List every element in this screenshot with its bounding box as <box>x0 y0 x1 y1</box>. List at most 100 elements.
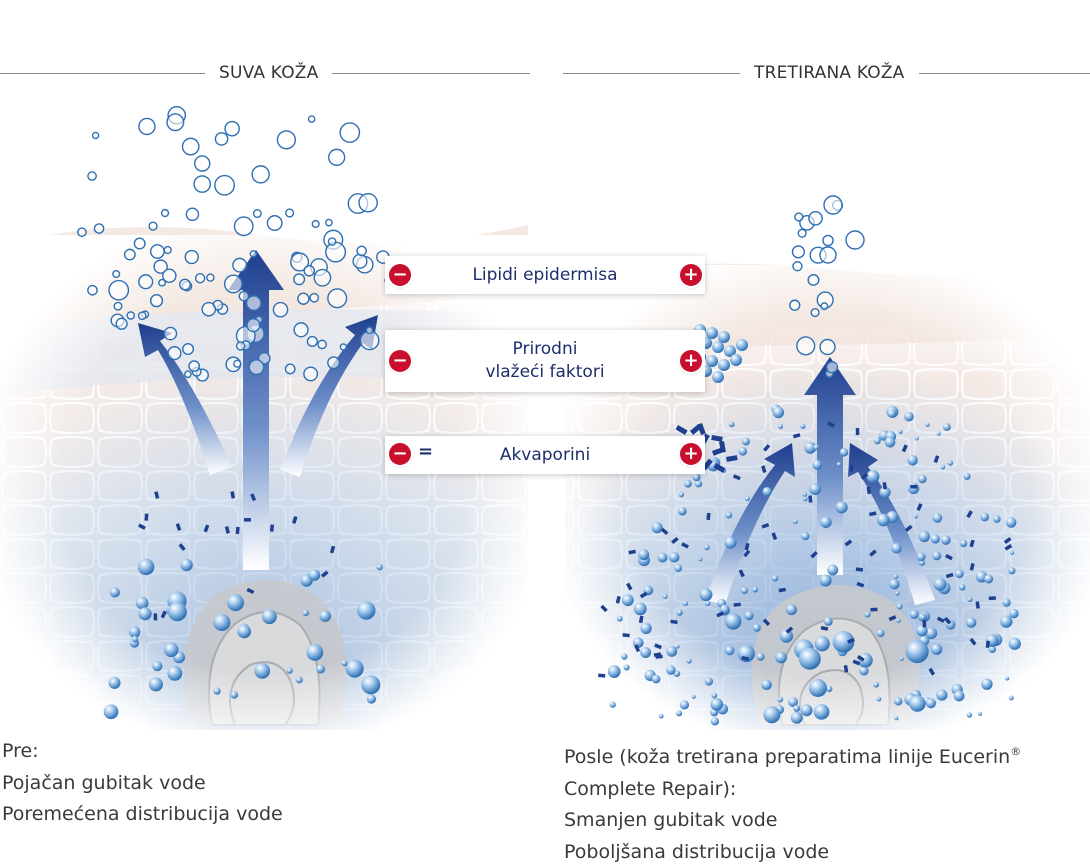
water-bubble <box>168 347 181 360</box>
water-bubble <box>963 473 970 480</box>
water-bubble <box>318 340 326 348</box>
treated-skin-title: TRETIRANA KOŽA <box>740 63 919 83</box>
water-bubble <box>676 710 682 716</box>
water-bubble <box>959 584 966 591</box>
water-bubble <box>773 407 784 418</box>
water-bubble <box>298 293 309 304</box>
water-bubble <box>234 217 252 235</box>
equals-sign: = <box>418 441 433 462</box>
aquaporin-mark <box>270 524 274 531</box>
water-bubble <box>724 537 736 549</box>
plus-icon: + <box>680 264 702 286</box>
water-bubble <box>675 644 679 648</box>
water-bubble <box>139 275 153 289</box>
water-bubble <box>914 514 918 518</box>
water-bubble <box>826 686 832 692</box>
water-bubble <box>207 274 214 281</box>
aquaporin-mark <box>923 620 927 627</box>
water-bubble <box>225 122 239 136</box>
water-bubble <box>877 629 885 637</box>
water-bubble <box>262 609 277 624</box>
water-bubble <box>314 270 330 286</box>
aquaporin-mark <box>144 514 148 521</box>
header-rule <box>332 73 530 74</box>
water-bubble <box>312 221 319 228</box>
water-bubble <box>889 579 899 589</box>
water-bubble <box>761 680 772 691</box>
water-bubble <box>706 355 718 367</box>
water-bubble <box>674 564 682 572</box>
water-bubble <box>94 224 103 233</box>
water-bubble <box>876 697 881 702</box>
water-bubble <box>328 289 347 308</box>
water-bubble <box>376 564 382 570</box>
water-bubble <box>791 712 803 724</box>
water-bubble <box>151 295 163 307</box>
water-bubble <box>699 588 712 601</box>
water-bubble <box>185 251 198 264</box>
water-bubble <box>340 344 346 350</box>
water-bubble <box>718 331 730 343</box>
water-bubble <box>1009 609 1019 619</box>
water-bubble <box>306 644 323 661</box>
water-bubble <box>896 618 901 623</box>
water-bubble <box>925 423 929 427</box>
aquaporin-mark <box>870 608 877 612</box>
treated-skin-header: TRETIRANA KOŽA <box>563 58 1090 88</box>
water-bubble <box>329 149 345 165</box>
water-bubble <box>309 569 321 581</box>
water-bubble <box>888 409 896 417</box>
water-bubble <box>666 665 675 674</box>
water-bubble <box>814 704 830 720</box>
water-bubble <box>907 455 917 465</box>
water-bubble <box>705 601 710 606</box>
treated-skin-caption: Posle (koža tretirana preparatima linije… <box>564 736 1021 868</box>
water-bubble <box>78 228 86 236</box>
water-bubble <box>809 679 827 697</box>
water-bubble <box>729 421 735 427</box>
water-bubble <box>267 216 282 231</box>
water-bubble <box>978 712 982 716</box>
water-bubble <box>326 219 332 225</box>
water-bubble <box>835 501 847 513</box>
water-bubble <box>814 444 820 450</box>
water-bubble <box>695 480 702 487</box>
factor-lipids-label: Lipidi epidermisa <box>472 264 617 287</box>
water-bubble <box>926 698 936 708</box>
water-bubble <box>811 309 819 317</box>
water-bubble <box>919 531 930 542</box>
water-bubble <box>213 687 220 694</box>
plus-icon: + <box>680 350 702 372</box>
water-bubble <box>109 677 121 689</box>
water-bubble <box>149 222 157 230</box>
water-bubble <box>139 312 146 319</box>
water-bubble <box>941 465 946 470</box>
water-bubble <box>159 280 165 286</box>
water-bubble <box>304 266 314 276</box>
water-bubble <box>934 578 947 591</box>
water-bubble <box>104 704 119 719</box>
water-bubble <box>239 291 248 300</box>
water-bubble <box>357 246 366 255</box>
minus-icon: − <box>389 443 411 465</box>
water-bubble <box>304 367 318 381</box>
caption-line: Poremećena distribucija vode <box>2 799 283 831</box>
water-bubble <box>162 210 169 217</box>
water-bubble <box>824 617 833 626</box>
caption-line: Poboljšana distribucija vode <box>564 837 1021 868</box>
header-rule <box>563 73 740 74</box>
water-bubble <box>931 534 940 543</box>
water-bubble <box>712 371 724 383</box>
water-bubble <box>820 340 835 355</box>
water-bubble <box>328 357 340 369</box>
water-bubble <box>164 247 171 254</box>
water-bubble <box>286 209 294 217</box>
water-bubble <box>778 424 783 429</box>
water-bubble <box>307 337 317 347</box>
caption-line: Complete Repair): <box>564 774 1021 806</box>
water-bubble <box>185 371 191 377</box>
water-bubble <box>132 636 138 642</box>
water-bubble <box>294 274 305 285</box>
water-bubble <box>898 429 903 434</box>
water-bubble <box>827 362 838 373</box>
